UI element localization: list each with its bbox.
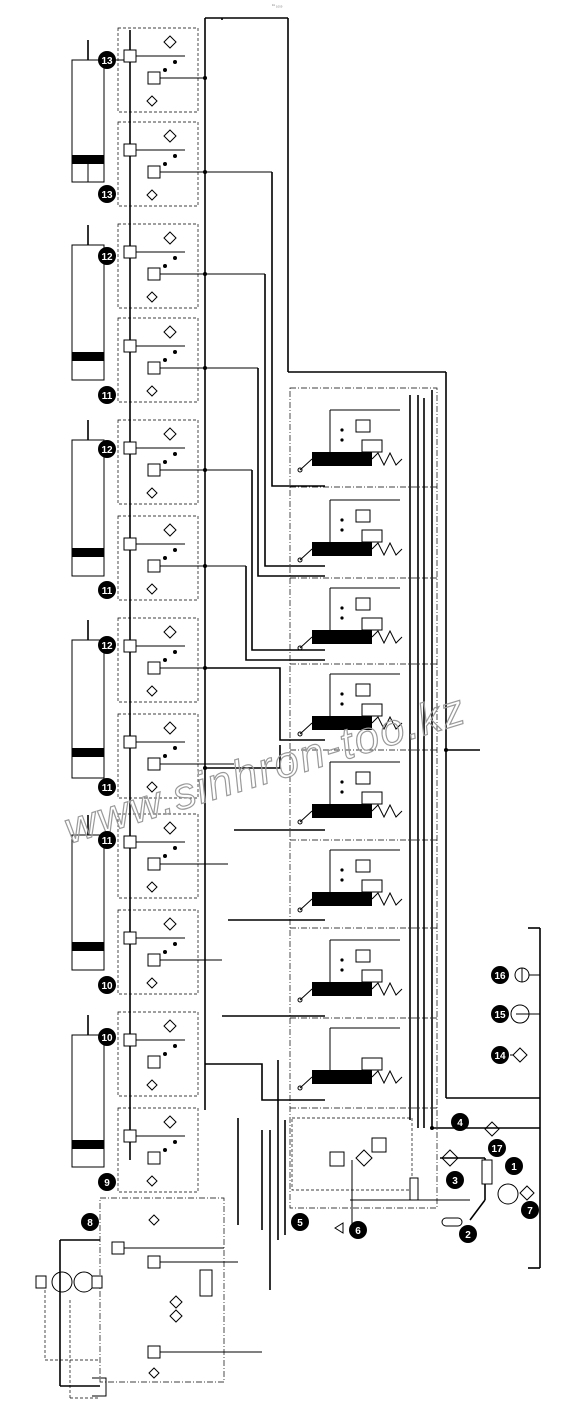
cylinder <box>71 815 105 971</box>
control-valve-sections <box>297 409 403 1091</box>
badge: 6 <box>349 1221 367 1239</box>
badge: 17 <box>488 1139 506 1157</box>
cylinder <box>71 40 105 183</box>
svg-text:14: 14 <box>494 1051 506 1062</box>
svg-text:2: 2 <box>465 1230 471 1241</box>
legend-symbols <box>510 967 540 1063</box>
badge: 16 <box>491 966 509 984</box>
svg-text:6: 6 <box>355 1226 361 1237</box>
aux-badges: 8 5 6 2 3 4 17 1 7 16 15 14 <box>81 966 539 1243</box>
cylinder <box>71 1015 105 1168</box>
cylinder <box>71 620 105 779</box>
service-lines <box>205 172 325 1101</box>
junction-dots <box>203 76 448 1130</box>
badge: 13 <box>98 51 116 69</box>
badge: 10 <box>98 976 116 994</box>
svg-text:10: 10 <box>101 1033 113 1044</box>
cylinder <box>71 225 105 381</box>
header-mark: ¹⁶ ₁₀₀₀ <box>272 3 283 8</box>
svg-text:13: 13 <box>101 190 113 201</box>
svg-text:3: 3 <box>452 1176 458 1187</box>
svg-text:17: 17 <box>491 1144 503 1155</box>
svg-text:11: 11 <box>102 391 113 402</box>
badge: 4 <box>451 1113 469 1131</box>
cylinder-badges: 13 13 12 11 12 11 12 11 11 10 10 9 <box>98 51 116 1191</box>
svg-text:5: 5 <box>297 1218 303 1229</box>
badge: 14 <box>491 1046 509 1064</box>
badge: 9 <box>98 1173 116 1191</box>
svg-text:9: 9 <box>104 1178 110 1189</box>
svg-text:11: 11 <box>102 586 113 597</box>
svg-text:1: 1 <box>511 1162 517 1173</box>
badge: 11 <box>98 778 116 796</box>
cylinder <box>71 420 105 577</box>
svg-text:10: 10 <box>101 981 113 992</box>
inlet-section <box>291 927 541 1269</box>
badge: 12 <box>98 636 116 654</box>
main-lines <box>129 17 540 1290</box>
svg-text:4: 4 <box>457 1118 463 1129</box>
valve-block-outlines <box>99 387 438 1383</box>
svg-text:12: 12 <box>101 445 113 456</box>
svg-text:7: 7 <box>527 1206 533 1217</box>
badge: 11 <box>98 831 116 849</box>
cylinders <box>71 40 105 1168</box>
badge: 12 <box>98 440 116 458</box>
badge: 3 <box>446 1171 464 1189</box>
badge: 12 <box>98 247 116 265</box>
badge: 7 <box>521 1201 539 1219</box>
badge: 5 <box>291 1213 309 1231</box>
svg-text:11: 11 <box>102 836 113 847</box>
badge: 2 <box>459 1225 477 1243</box>
svg-text:13: 13 <box>101 56 113 67</box>
badge: 8 <box>81 1213 99 1231</box>
lock-valve-modules <box>104 27 272 1193</box>
svg-text:15: 15 <box>494 1010 506 1021</box>
pump-motor-group <box>35 1214 262 1399</box>
badge: 10 <box>98 1028 116 1046</box>
svg-text:8: 8 <box>87 1218 93 1229</box>
svg-text:12: 12 <box>101 641 113 652</box>
badge: 11 <box>98 386 116 404</box>
badge: 13 <box>98 185 116 203</box>
badge: 1 <box>505 1157 523 1175</box>
svg-text:16: 16 <box>494 971 506 982</box>
badge: 11 <box>98 581 116 599</box>
badge: 15 <box>491 1005 509 1023</box>
svg-text:11: 11 <box>102 783 113 794</box>
svg-text:12: 12 <box>101 252 113 263</box>
